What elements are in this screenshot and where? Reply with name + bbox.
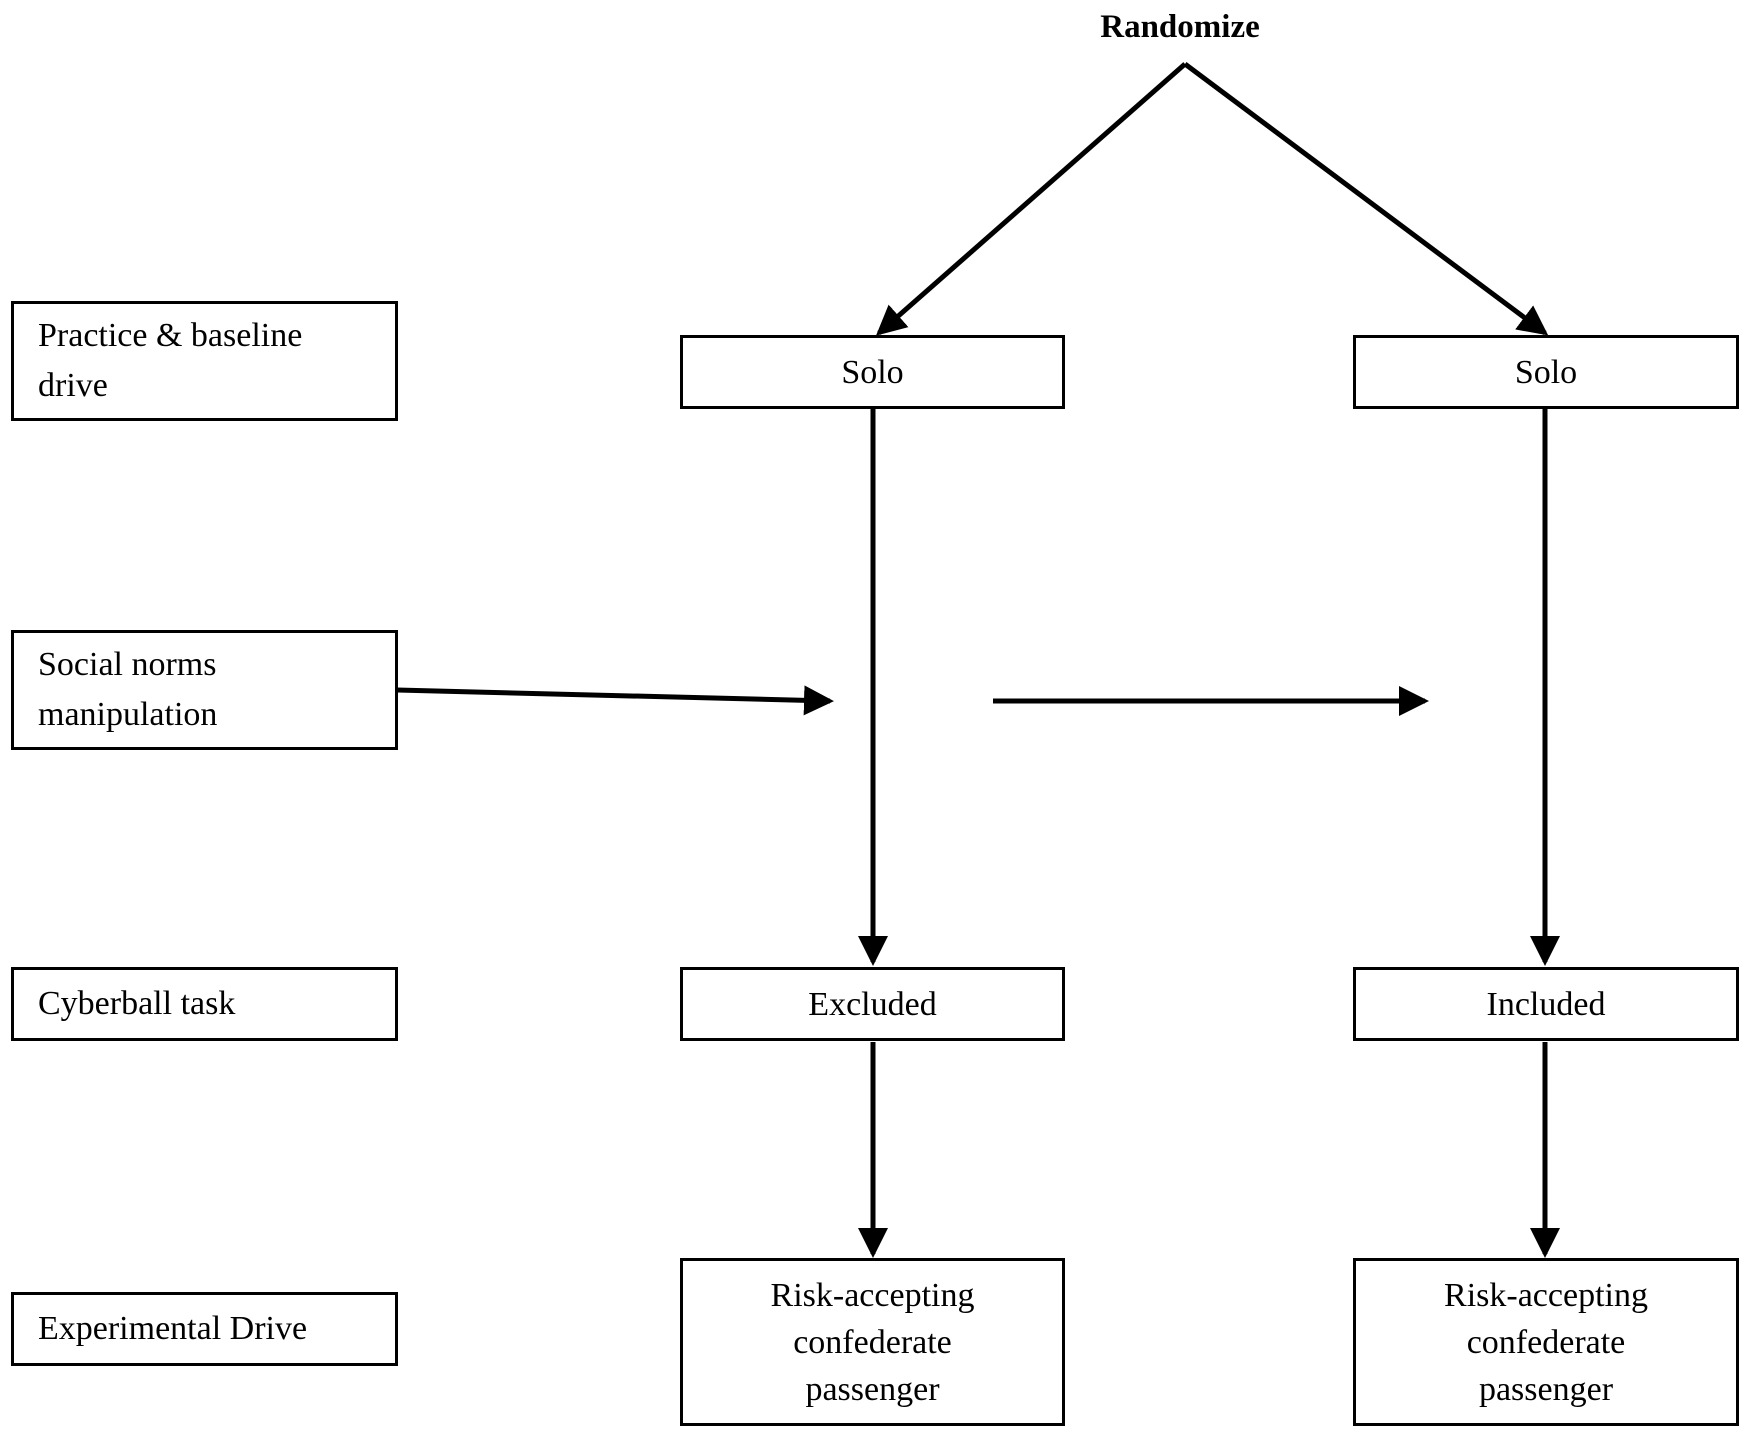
stage-label-line: Experimental Drive — [38, 1310, 308, 1347]
right-experimental-box: Risk-accepting confederate passenger — [1353, 1258, 1739, 1426]
node-label: Excluded — [808, 985, 937, 1023]
stage-label: Social norms manipulation — [38, 640, 217, 740]
included-box: Included — [1353, 967, 1739, 1041]
stage-label-line: Cyberball task — [38, 985, 236, 1022]
left-solo-box: Solo — [680, 335, 1065, 409]
stage-label-line: drive — [38, 367, 108, 404]
node-label-line: confederate — [1466, 1323, 1626, 1361]
right-solo-box: Solo — [1353, 335, 1739, 409]
node-label-line: Risk-accepting — [770, 1276, 975, 1314]
randomize-to-right-solo-arrow — [1183, 61, 1549, 336]
node-label: Solo — [1514, 353, 1578, 391]
stage-experimental-drive: Experimental Drive — [11, 1292, 398, 1366]
node-label-line: confederate — [793, 1323, 952, 1361]
stage-cyberball-task: Cyberball task — [11, 967, 398, 1041]
node-label-line: Risk-accepting — [1444, 1276, 1648, 1314]
excluded-box: Excluded — [680, 967, 1065, 1041]
stage-label-line: manipulation — [38, 696, 218, 733]
left-experimental-box: Risk-accepting confederate passenger — [680, 1258, 1065, 1426]
node-label: Risk-accepting confederate passenger — [1444, 1272, 1648, 1413]
node-label-line: passenger — [1478, 1370, 1614, 1408]
node-label-line: passenger — [805, 1370, 940, 1408]
stage-label-line: Social norms — [38, 646, 217, 683]
node-label: Risk-accepting confederate passenger — [771, 1272, 975, 1413]
node-label: Solo — [841, 353, 904, 391]
node-label: Included — [1486, 985, 1606, 1023]
randomize-title: Randomize — [1100, 9, 1260, 45]
social-norms-to-left-branch-arrow — [396, 685, 834, 716]
randomize-to-left-solo-arrow — [875, 62, 1187, 336]
stage-practice-baseline-drive: Practice & baseline drive — [11, 301, 398, 421]
stage-social-norms-manipulation: Social norms manipulation — [11, 630, 398, 750]
stage-label-line: Practice & baseline — [38, 317, 303, 354]
stage-label: Practice & baseline drive — [38, 311, 302, 411]
